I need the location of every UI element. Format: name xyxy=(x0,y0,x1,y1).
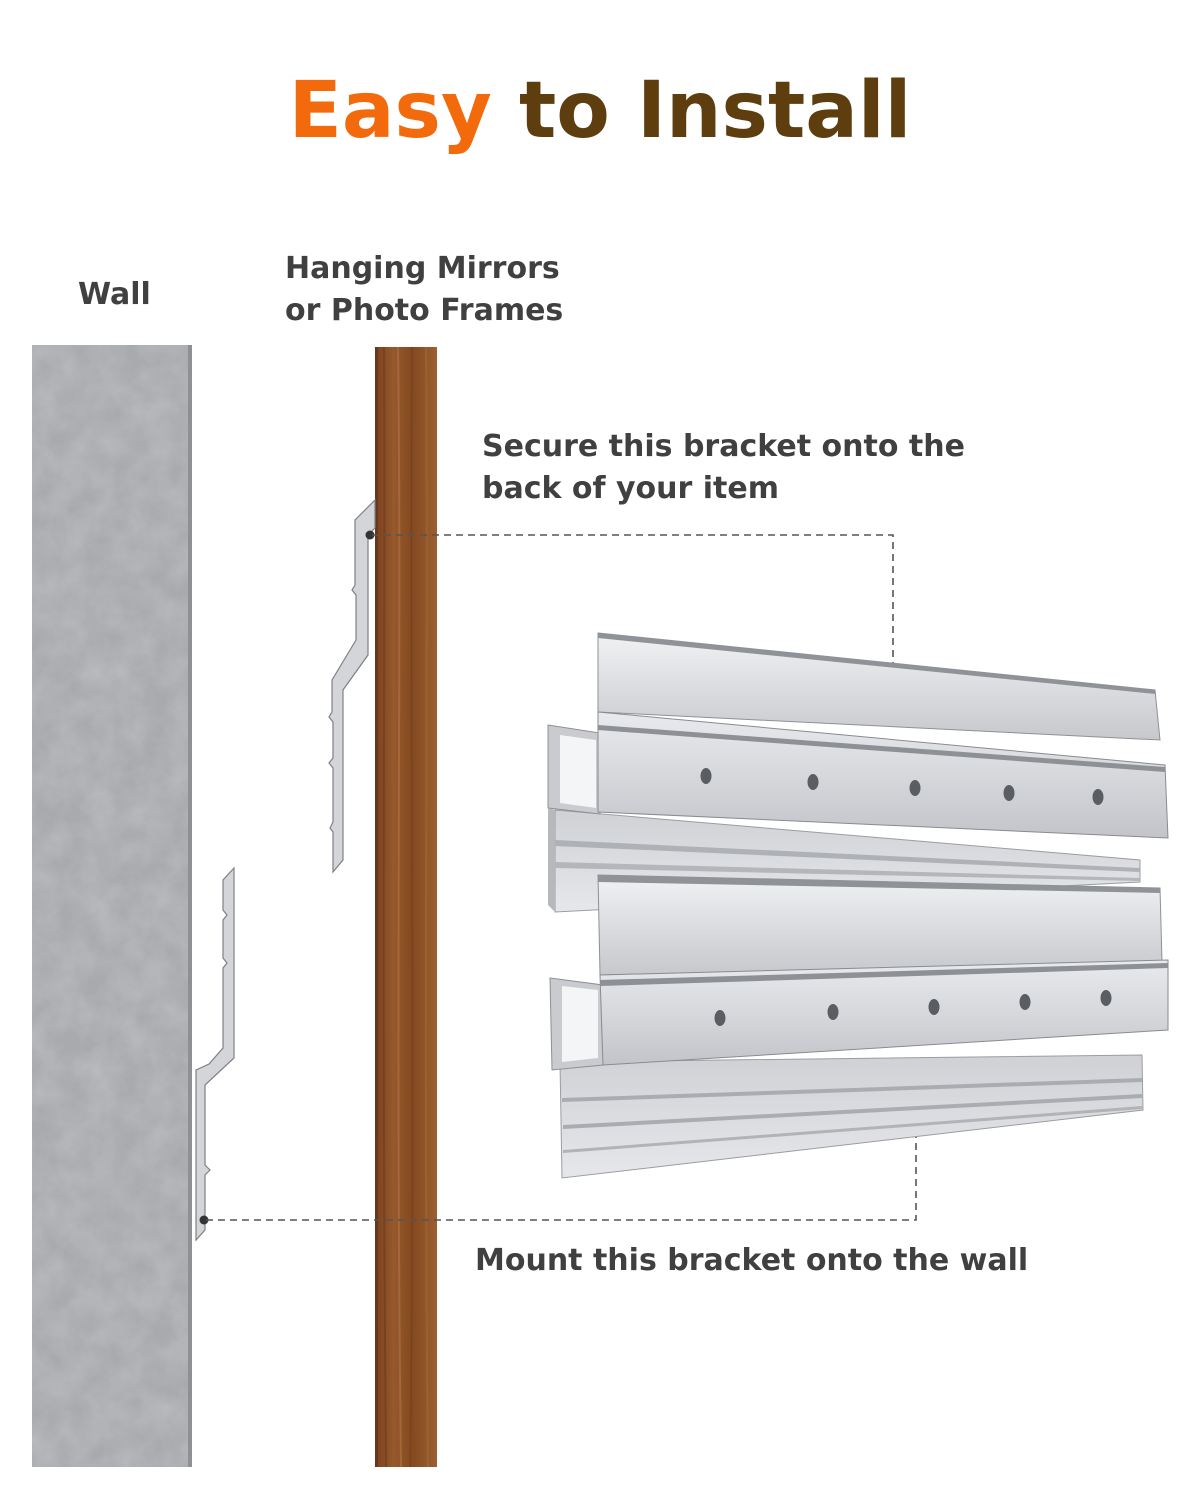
mount-bracket-label: Mount this bracket onto the wall xyxy=(475,1243,1029,1278)
hanging-item-label-line2: or Photo Frames xyxy=(285,293,564,328)
wall-panel xyxy=(32,345,192,1467)
hanging-item-label-line1: Hanging Mirrors xyxy=(285,251,560,286)
secure-bracket-label-line2: back of your item xyxy=(482,471,779,506)
title-rest: to Install xyxy=(491,66,912,156)
leader-line-item xyxy=(372,534,894,668)
wall-label: Wall xyxy=(78,277,151,312)
wall-bracket-profile xyxy=(195,866,235,1242)
leader-dot-wall xyxy=(199,1215,209,1225)
secure-bracket-label: Secure this bracket onto the back of you… xyxy=(482,426,1002,510)
leader-dot-item xyxy=(365,530,375,540)
bracket-3d-lower xyxy=(549,874,1169,1179)
bracket-3d-upper xyxy=(547,632,1169,913)
secure-bracket-label-line1: Secure this bracket onto the xyxy=(482,429,965,464)
hanging-item-label: Hanging Mirrors or Photo Frames xyxy=(285,248,605,332)
page-title: Easy to Install xyxy=(0,72,1200,150)
title-accent: Easy xyxy=(288,66,492,156)
item-bracket-profile xyxy=(328,498,376,874)
wooden-board xyxy=(375,346,437,1468)
